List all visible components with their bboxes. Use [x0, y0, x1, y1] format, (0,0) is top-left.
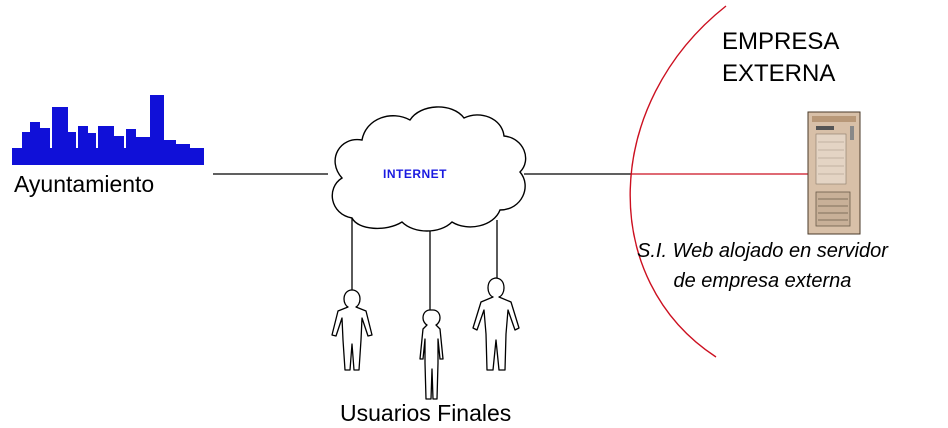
server-tower-icon [807, 111, 861, 235]
internet-label: INTERNET [383, 167, 447, 181]
server-caption: S.I. Web alojado en servidor de empresa … [637, 236, 888, 296]
server-caption-line2: de empresa externa [673, 270, 852, 292]
person-icon [419, 309, 444, 400]
company-label: EMPRESA EXTERNA [722, 26, 839, 90]
city-label: Ayuntamiento [14, 171, 155, 197]
person-icon [331, 289, 373, 371]
company-label-line2: EXTERNA [722, 60, 836, 87]
company-label-line1: EMPRESA [722, 28, 840, 55]
company-boundary-arc [629, 5, 727, 358]
server-caption-line1: S.I. Web alojado en servidor [637, 240, 888, 262]
cloud-icon [331, 106, 527, 232]
city-skyline-icon [12, 95, 204, 165]
users-label: Usuarios Finales [340, 400, 512, 426]
person-icon [472, 277, 520, 371]
